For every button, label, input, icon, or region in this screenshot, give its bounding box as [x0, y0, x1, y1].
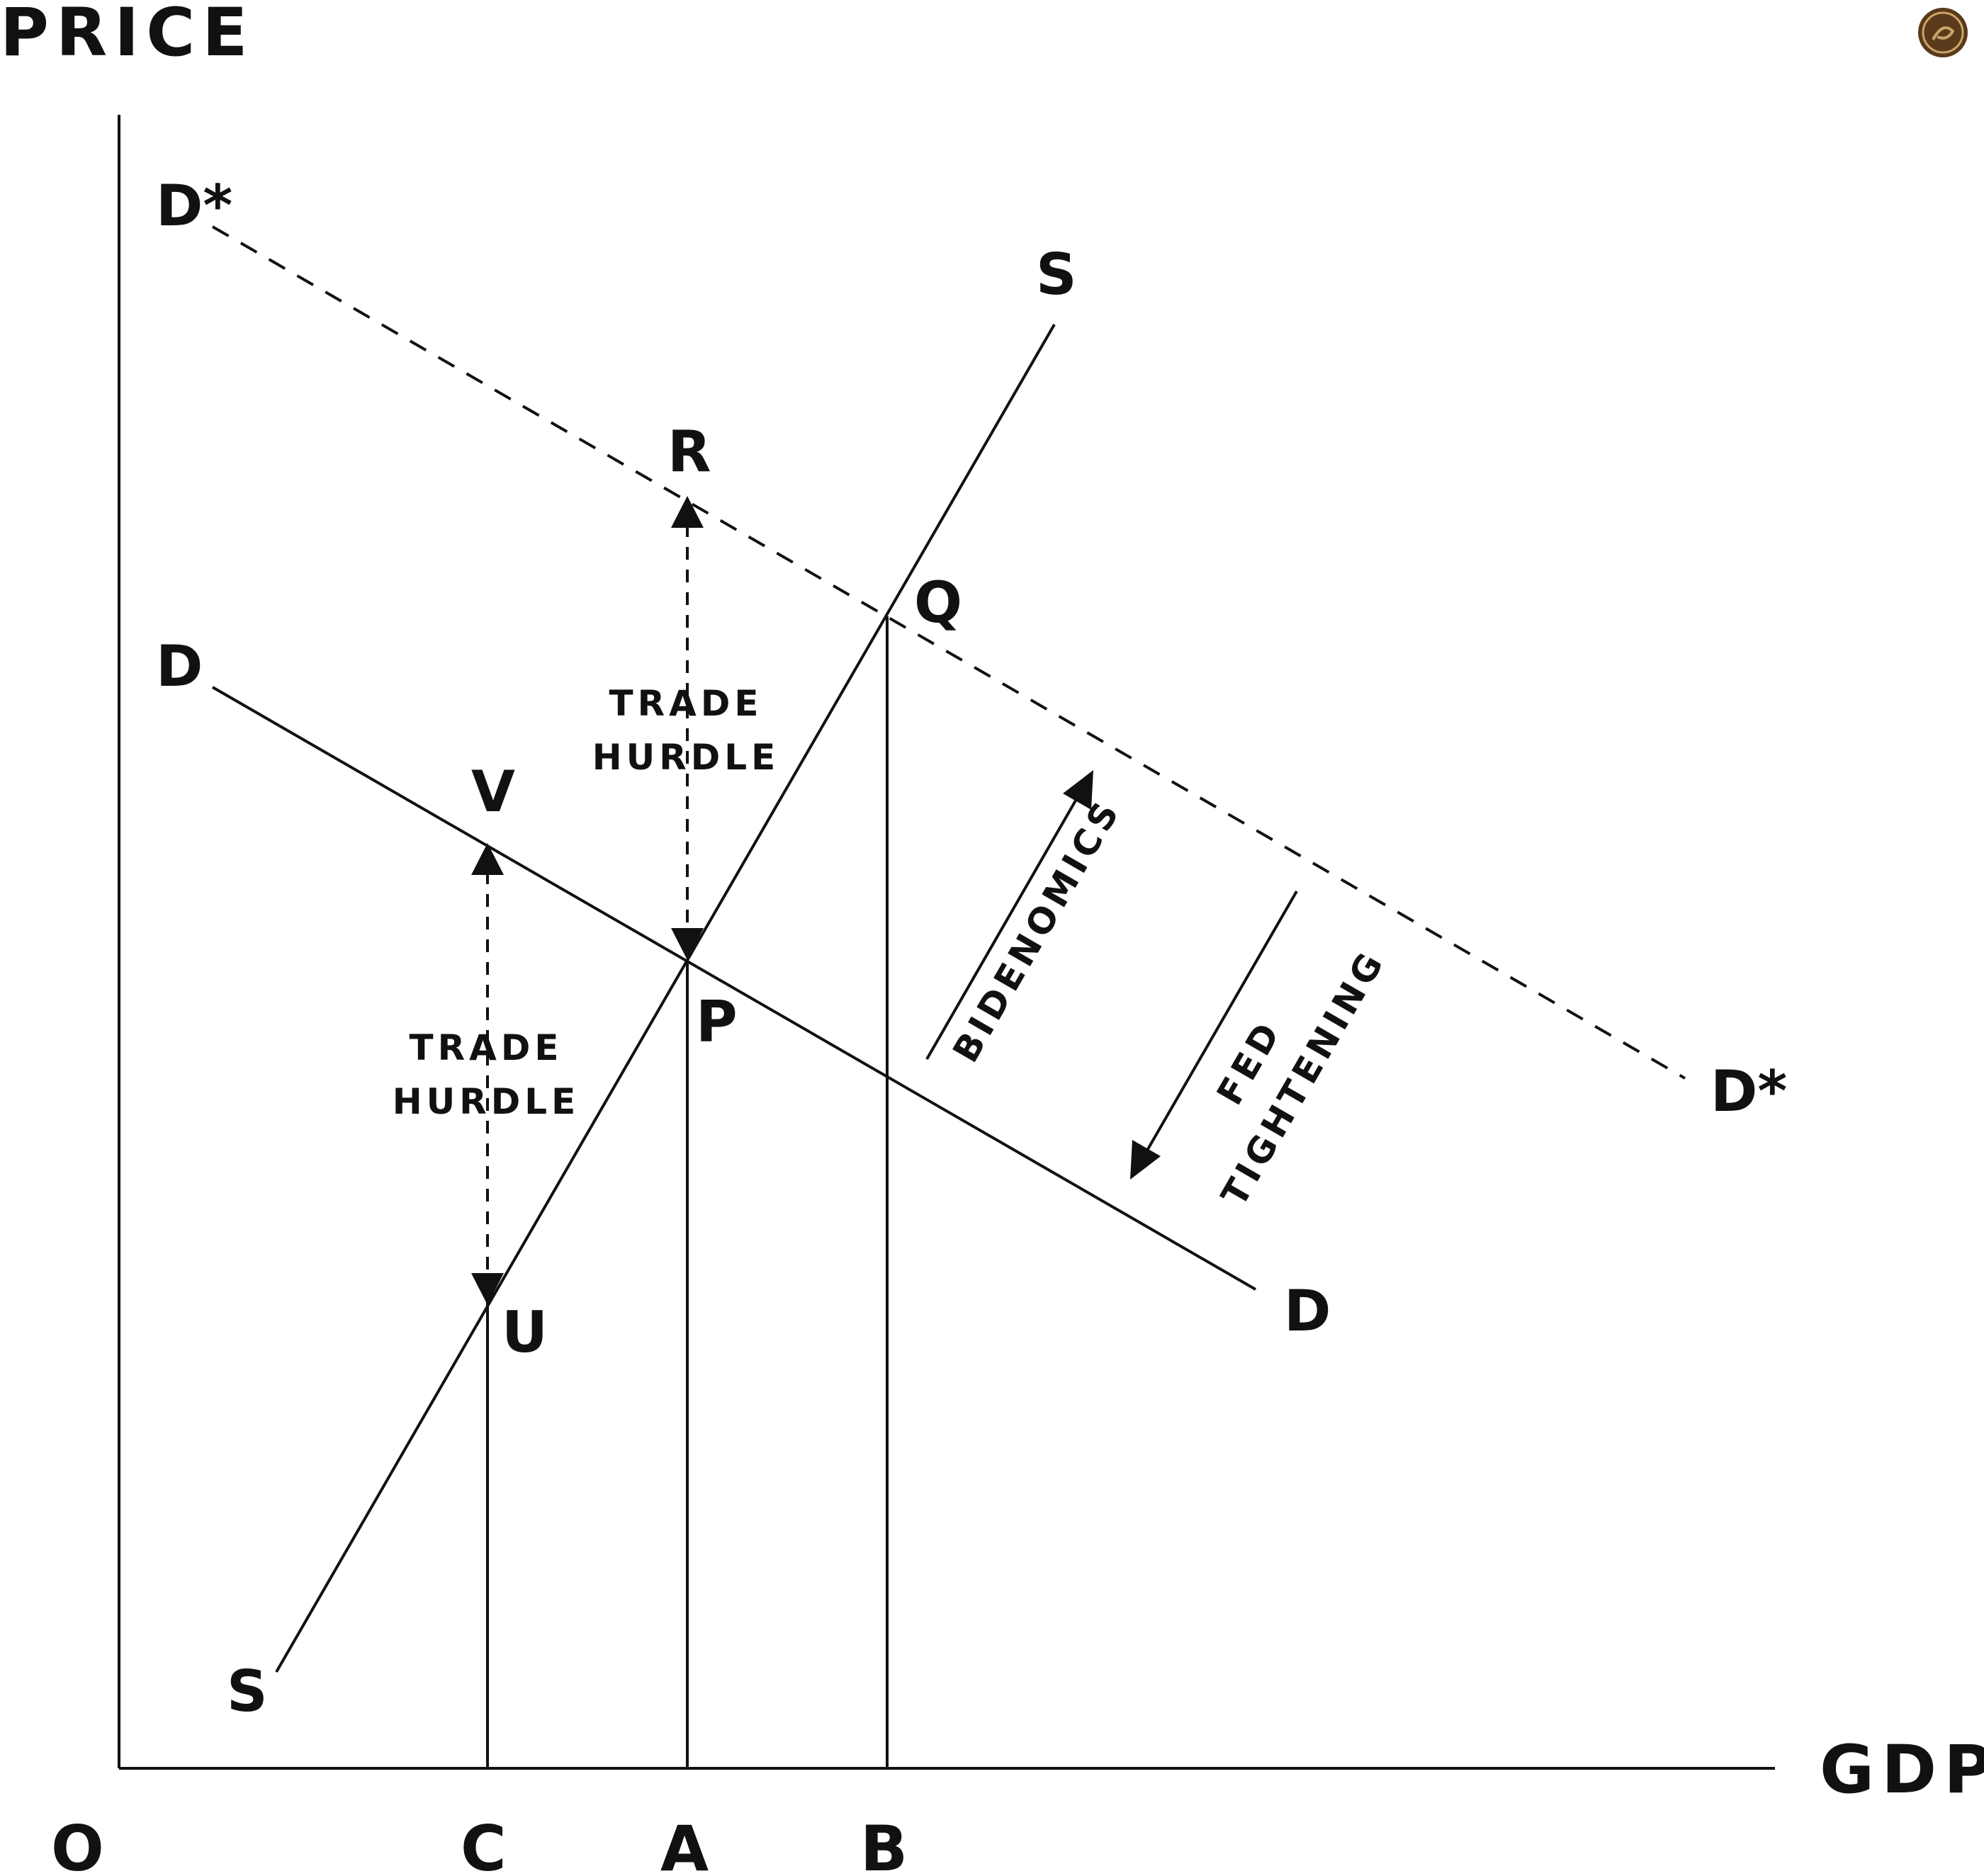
arrowhead-down-icon: [471, 1273, 504, 1305]
x-axis-title: GDP: [1820, 1731, 1984, 1809]
bidenomics-label: BIDENOMICS: [945, 792, 1129, 1070]
fed-tightening-arrow: [1146, 891, 1298, 1150]
tick-label-a: A: [660, 1812, 709, 1876]
supply-curve: [275, 324, 1056, 1673]
bidenomics-arrow: [925, 800, 1077, 1060]
trade-hurdle-lower-line2: HURDLE: [393, 1081, 580, 1122]
point-label-v: V: [471, 759, 515, 825]
demand-label-right: D: [1284, 1278, 1331, 1344]
tick-label-b: B: [860, 1812, 908, 1876]
arrowhead-downleft-icon: [1130, 1140, 1161, 1180]
point-label-q: Q: [914, 570, 962, 635]
demand-star-label-right: D*: [1710, 1058, 1787, 1124]
arrowhead-up-icon: [671, 496, 704, 528]
point-label-p: P: [696, 989, 738, 1055]
arrowhead-down-icon: [671, 928, 704, 960]
trade-hurdle-upper-line2: HURDLE: [592, 737, 779, 778]
trade-hurdle-lower-line1: TRADE: [410, 1027, 563, 1068]
point-label-u: U: [502, 1299, 548, 1365]
demand-star-label-left: D*: [156, 173, 232, 239]
tick-label-c: C: [461, 1812, 507, 1876]
farari-logo-icon: [1918, 8, 1968, 57]
trade-hurdle-upper-line1: TRADE: [609, 683, 763, 724]
arrowhead-upright-icon: [1063, 770, 1093, 810]
origin-label: O: [51, 1812, 104, 1876]
demand-star-curve: [211, 225, 1686, 1080]
supply-label-bottom: S: [227, 1659, 268, 1724]
arrowhead-up-icon: [471, 843, 504, 875]
demand-curve: [211, 686, 1257, 1291]
point-label-r: R: [667, 419, 711, 485]
y-axis-title: PRICE: [0, 0, 254, 72]
demand-label-left: D: [156, 633, 203, 699]
supply-label-top: S: [1036, 242, 1077, 307]
